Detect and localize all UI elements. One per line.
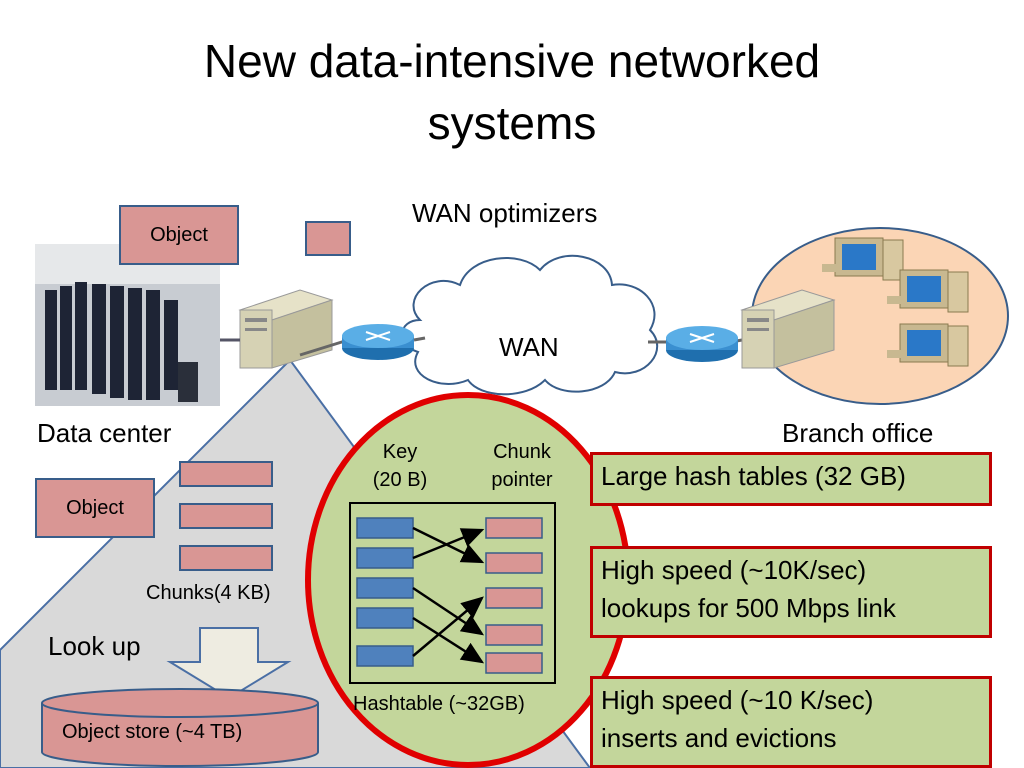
pointer-cell xyxy=(485,552,543,574)
requirement-box: Large hash tables (32 GB) xyxy=(590,452,992,506)
pointer-cell xyxy=(485,587,543,609)
chunk-pointer-header: Chunk pointer xyxy=(472,438,572,494)
chunk-bar xyxy=(179,545,273,571)
title-line-1: New data-intensive networked xyxy=(203,35,821,87)
pointer-cell xyxy=(485,517,543,539)
key-header-line2: (20 B) xyxy=(372,469,428,491)
left-router xyxy=(342,324,414,360)
requirement-line: High speed (~10 K/sec) xyxy=(601,685,874,715)
page-title: New data-intensive networked systems xyxy=(0,30,1024,154)
wan-cloud xyxy=(401,254,658,396)
arrow xyxy=(412,596,484,657)
datacenter-photo xyxy=(35,244,220,406)
requirement-line: Large hash tables (32 GB) xyxy=(601,461,906,491)
chunk-bar xyxy=(179,503,273,529)
branch-office-label: Branch office xyxy=(782,418,934,448)
hashtable-keys xyxy=(356,517,414,667)
requirement-line: lookups for 500 Mbps link xyxy=(601,593,896,623)
chunk-bars xyxy=(179,461,273,571)
key-cell xyxy=(356,577,414,599)
object-box-left: Object xyxy=(35,478,155,538)
object-left-label: Object xyxy=(66,496,124,519)
chunks-label: Chunks(4 KB) xyxy=(146,582,271,604)
packet-square xyxy=(305,221,351,256)
arrow xyxy=(412,586,485,636)
branch-server xyxy=(740,289,836,369)
requirement-line: High speed (~10K/sec) xyxy=(601,555,867,585)
object-top-label: Object xyxy=(150,223,208,246)
requirement-line: inserts and evictions xyxy=(601,723,837,753)
hashtable-frame xyxy=(349,502,556,684)
look-up-label: Look up xyxy=(48,631,141,661)
key-cell xyxy=(356,607,414,629)
left-server xyxy=(238,289,334,369)
chunk-bar xyxy=(179,461,273,487)
arrow xyxy=(412,616,485,664)
requirement-box: High speed (~10 K/sec) inserts and evict… xyxy=(590,676,992,768)
hashtable-label: Hashtable (~32GB) xyxy=(353,693,525,715)
arrow xyxy=(412,528,485,560)
lookup-arrow xyxy=(166,627,292,700)
key-header: Key (20 B) xyxy=(360,438,440,494)
hashtable-arrows xyxy=(412,526,485,664)
data-center-label: Data center xyxy=(37,418,172,448)
object-store-cylinder xyxy=(41,688,319,767)
wan-optimizers-label: WAN optimizers xyxy=(412,198,598,228)
title-line-2: systems xyxy=(427,97,597,149)
object-store-label: Object store (~4 TB) xyxy=(62,721,243,743)
key-header-line1: Key xyxy=(382,441,418,463)
key-cell xyxy=(356,517,414,539)
hashtable-pointers xyxy=(485,517,543,674)
pointer-cell xyxy=(485,624,543,646)
requirement-box: High speed (~10K/sec) lookups for 500 Mb… xyxy=(590,546,992,638)
wan-label: WAN xyxy=(499,332,559,362)
key-cell xyxy=(356,645,414,667)
key-cell xyxy=(356,547,414,569)
branch-computers xyxy=(822,237,969,367)
object-box-top: Object xyxy=(119,205,239,265)
pointer-cell xyxy=(485,652,543,674)
chunk-header-line2: pointer xyxy=(491,469,553,491)
chunk-header-line1: Chunk xyxy=(493,441,551,463)
right-router xyxy=(666,326,738,362)
